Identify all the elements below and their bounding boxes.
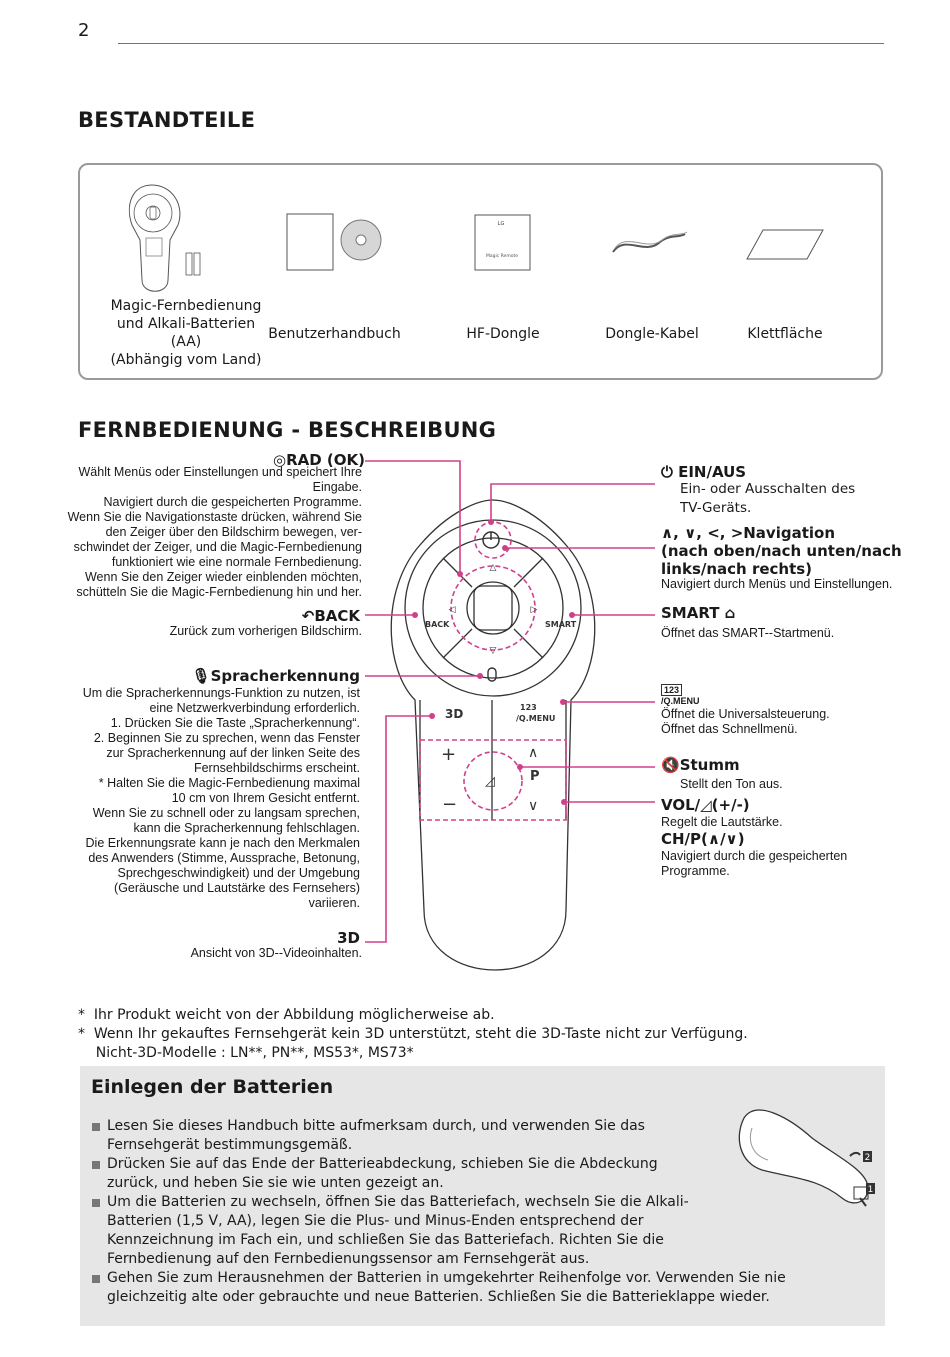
- component-caption-velcro: Klettfläche: [747, 326, 823, 342]
- manual-cd-illustration: [286, 213, 382, 271]
- num-button-label: 123: [520, 703, 537, 712]
- smart-description: Öffnet das SMART--Startmenü.: [661, 626, 835, 640]
- component-caption-cable: Dongle-Kabel: [605, 326, 699, 342]
- page-number: 2: [78, 20, 90, 41]
- threed-title: 3D: [337, 929, 360, 947]
- batteries-list: Lesen Sie dieses Handbuch bitte aufmerks…: [92, 1117, 852, 1307]
- dongle-text: Magic Remote: [486, 253, 518, 259]
- back-title: ↶BACK: [301, 607, 360, 625]
- step-2-label: 2: [865, 1153, 871, 1163]
- p-button-label: P: [530, 769, 540, 784]
- volume-title: VOL/◿(+/-): [661, 796, 750, 814]
- component-caption-dongle: HF-Dongle: [466, 326, 540, 342]
- wheel-icon: ◎: [272, 451, 287, 469]
- svg-text:▽: ▽: [490, 646, 497, 656]
- remote-diagram: △ ▽ ◁ ▷ BACK SMART 3D 123 /Q.MENU P + − …: [365, 460, 655, 971]
- power-icon: ⏻: [661, 463, 679, 481]
- threed-button-label: 3D: [445, 707, 463, 721]
- qmenu-button-label: /Q.MENU: [516, 714, 555, 723]
- batteries-section: [80, 1066, 885, 1326]
- component-caption-manual: Benutzerhandbuch: [268, 326, 401, 342]
- threed-description: Ansicht von 3D--Videoinhalten.: [190, 946, 362, 960]
- svg-text:+: +: [441, 744, 456, 765]
- footnotes: * Ihr Produkt weicht von der Abbildung m…: [78, 1007, 748, 1061]
- voice-description: Um die Spracherkennungs-Funktion zu nutz…: [82, 686, 360, 910]
- cable-illustration: [612, 231, 688, 253]
- battery-cover-illustration: 2 1: [738, 1109, 875, 1207]
- dongle-illustration: LG Magic Remote: [474, 214, 531, 271]
- svg-text:▷: ▷: [531, 605, 538, 615]
- navigation-description: Navigiert durch Menüs und Einstellungen.: [661, 577, 893, 591]
- components-heading: BESTANDTEILE: [78, 108, 256, 132]
- dongle-logo: LG: [498, 221, 505, 227]
- qmenu-title: 123/Q.MENU: [661, 684, 700, 706]
- header-rule: [118, 43, 884, 44]
- qmenu-description: Öffnet die Universalsteuerung.Öffnet das…: [661, 707, 830, 736]
- wheel-description: Wählt Menüs oder Einstellungen und speic…: [67, 465, 362, 599]
- velcro-illustration: [746, 229, 824, 260]
- navigation-title: ∧, ∨, <, >Navigation(nach oben/nach unte…: [661, 524, 902, 578]
- list-item: Lesen Sie dieses Handbuch bitte aufmerks…: [92, 1117, 707, 1155]
- svg-text:∧: ∧: [528, 745, 538, 761]
- channel-title: CH/P(∧/∨): [661, 830, 745, 848]
- back-description: Zurück zum vorherigen Bildschirm.: [169, 624, 362, 638]
- svg-text:−: −: [442, 794, 457, 815]
- mute-title: 🔇Stumm: [661, 756, 740, 774]
- home-icon: ⌂: [719, 604, 736, 622]
- volume-description: Regelt die Lautstärke.: [661, 815, 783, 829]
- mute-icon: 🔇: [661, 756, 680, 774]
- power-title: ⏻ EIN/AUS: [661, 463, 747, 481]
- components-box: [78, 163, 883, 380]
- svg-text:◁: ◁: [449, 605, 456, 615]
- list-item: Drücken Sie auf das Ende der Batterieabd…: [92, 1155, 707, 1193]
- batteries-title: Einlegen der Batterien: [91, 1076, 334, 1098]
- list-item: Gehen Sie zum Herausnehmen der Batterien…: [92, 1269, 847, 1307]
- svg-text:△: △: [490, 563, 497, 573]
- microphone-icon: 🎙: [191, 667, 211, 685]
- back-button-label: BACK: [425, 620, 450, 629]
- svg-text:◿: ◿: [485, 774, 495, 789]
- qmenu-num-label: 123: [661, 684, 683, 696]
- back-icon: ↶: [301, 607, 315, 625]
- smart-button-label: SMART: [545, 620, 577, 629]
- mute-description: Stellt den Ton aus.: [680, 777, 783, 791]
- voice-title: 🎙Spracherkennung: [191, 667, 360, 685]
- list-item: Um die Batterien zu wechseln, öffnen Sie…: [92, 1193, 729, 1269]
- remote-heading: FERNBEDIENUNG - BESCHREIBUNG: [78, 418, 497, 442]
- smart-title: SMART ⌂: [661, 604, 736, 622]
- step-1-label: 1: [868, 1185, 874, 1195]
- wheel-title: ◎RAD (OK): [272, 451, 365, 469]
- remote-batteries-illustration: [128, 184, 201, 292]
- svg-text:∨: ∨: [528, 798, 538, 814]
